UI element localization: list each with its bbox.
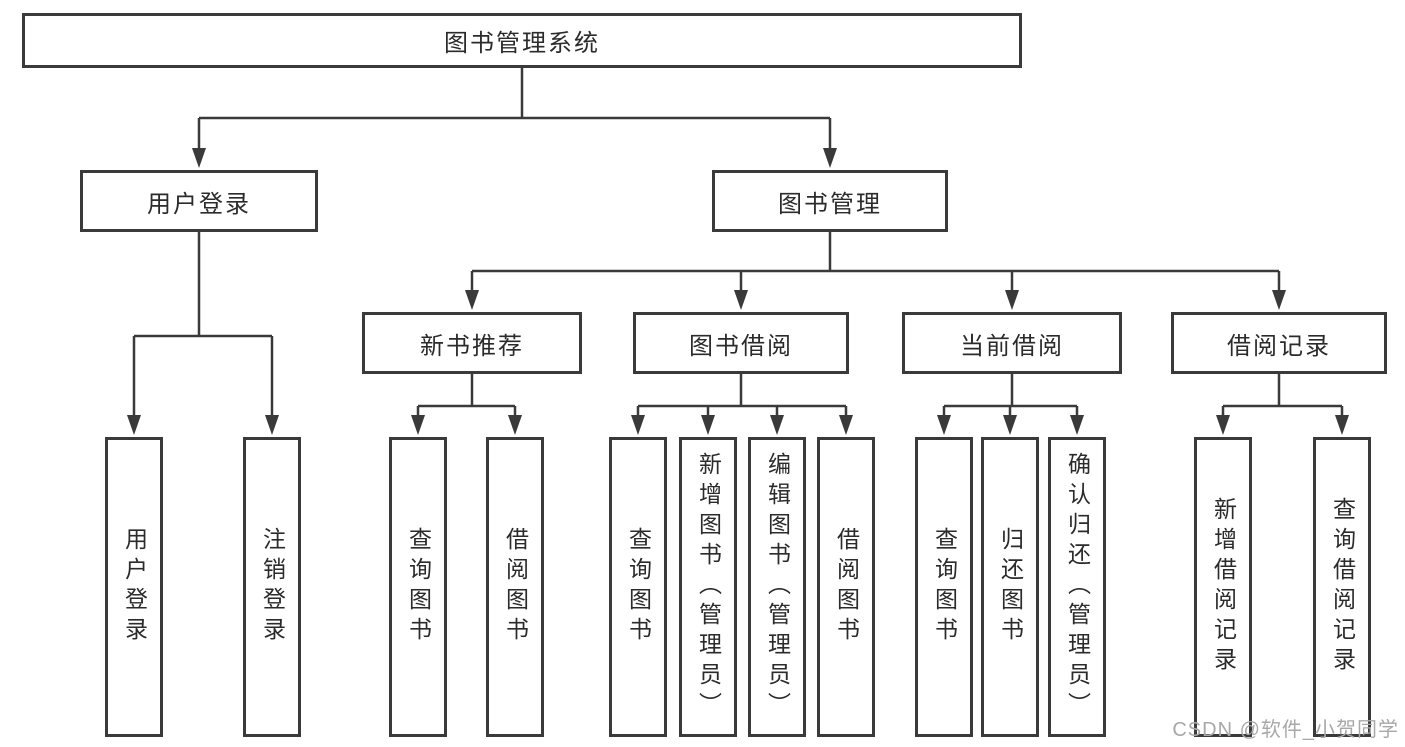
leaf-borrow-books-recommend: 借阅图书: [486, 437, 544, 737]
node-label: 新书推荐: [420, 332, 524, 360]
node-borrowing-records: 借阅记录: [1171, 312, 1387, 374]
node-new-book-recommendation: 新书推荐: [362, 312, 582, 374]
leaf-logout-login: 注销登录: [243, 437, 301, 737]
node-label: 借阅图书: [833, 527, 860, 647]
node-label: 当前借阅: [960, 332, 1064, 360]
connector-book-borrowing-to-leaves: [636, 374, 848, 421]
node-library-management-system: 图书管理系统: [22, 13, 1022, 68]
arrowhead-icon: [1272, 290, 1286, 310]
arrowhead-icon: [823, 148, 837, 168]
connector-book-management-to-level3: [470, 232, 1281, 294]
csdn-watermark: CSDN @软件_小贺同学: [1172, 719, 1399, 741]
arrowhead-icon: [1216, 415, 1230, 435]
arrowhead-icon: [508, 415, 522, 435]
arrowhead-icon: [839, 415, 853, 435]
leaf-return-books: 归还图书: [981, 437, 1039, 737]
connector-new-book-recommendation-to-leaves: [416, 374, 517, 421]
arrowhead-icon: [631, 415, 645, 435]
arrowhead-icon: [127, 415, 141, 435]
arrowhead-icon: [1070, 415, 1084, 435]
connector-user-login-to-leaves: [132, 232, 274, 419]
arrowhead-icon: [937, 415, 951, 435]
node-label: 用户登录: [121, 527, 148, 647]
node-label: 查询图书: [625, 527, 652, 647]
node-label: 归还图书: [997, 527, 1024, 647]
arrowhead-icon: [1003, 415, 1017, 435]
connector-borrowing-records-to-leaves: [1221, 374, 1344, 421]
node-label: 查询借阅记录: [1329, 497, 1356, 677]
node-label: 注销登录: [259, 527, 286, 647]
arrowhead-icon: [411, 415, 425, 435]
node-label: 用户登录: [147, 190, 251, 218]
arrowhead-icon: [192, 148, 206, 168]
arrowhead-icon: [1335, 415, 1349, 435]
node-label: 新增图书（管理员）: [695, 452, 722, 722]
arrowhead-icon: [1005, 290, 1019, 310]
node-label: 图书管理: [778, 190, 882, 218]
node-label: 编辑图书（管理员）: [764, 452, 791, 722]
node-book-management: 图书管理: [712, 170, 948, 232]
connector-root-to-level2: [197, 68, 832, 152]
leaf-query-borrow-record: 查询借阅记录: [1313, 437, 1371, 737]
leaf-add-borrow-record: 新增借阅记录: [1194, 437, 1252, 737]
leaf-query-books-current: 查询图书: [915, 437, 973, 737]
node-label: 确认归还（管理员）: [1064, 452, 1091, 722]
arrowhead-icon: [734, 290, 748, 310]
node-label: 查询图书: [931, 527, 958, 647]
leaf-add-books-admin: 新增图书（管理员）: [679, 437, 737, 737]
node-label: 图书管理系统: [444, 30, 600, 57]
node-label: 图书借阅: [689, 332, 793, 360]
node-label: 新增借阅记录: [1210, 497, 1237, 677]
node-user-login: 用户登录: [80, 170, 318, 232]
leaf-user-login: 用户登录: [105, 437, 163, 737]
leaf-query-books-recommend: 查询图书: [389, 437, 447, 737]
node-label: 借阅记录: [1227, 332, 1331, 360]
leaf-confirm-return-admin: 确认归还（管理员）: [1048, 437, 1106, 737]
node-label: 查询图书: [405, 527, 432, 647]
arrowhead-icon: [465, 290, 479, 310]
arrowhead-icon: [770, 415, 784, 435]
leaf-query-books-borrowing: 查询图书: [609, 437, 667, 737]
node-current-borrowing: 当前借阅: [902, 312, 1122, 374]
node-book-borrowing: 图书借阅: [633, 312, 849, 374]
arrowhead-icon: [265, 415, 279, 435]
connector-current-borrowing-to-leaves: [942, 374, 1079, 421]
node-label: 借阅图书: [502, 527, 529, 647]
leaf-edit-books-admin: 编辑图书（管理员）: [748, 437, 806, 737]
arrowhead-icon: [701, 415, 715, 435]
leaf-borrow-books-borrowing: 借阅图书: [817, 437, 875, 737]
